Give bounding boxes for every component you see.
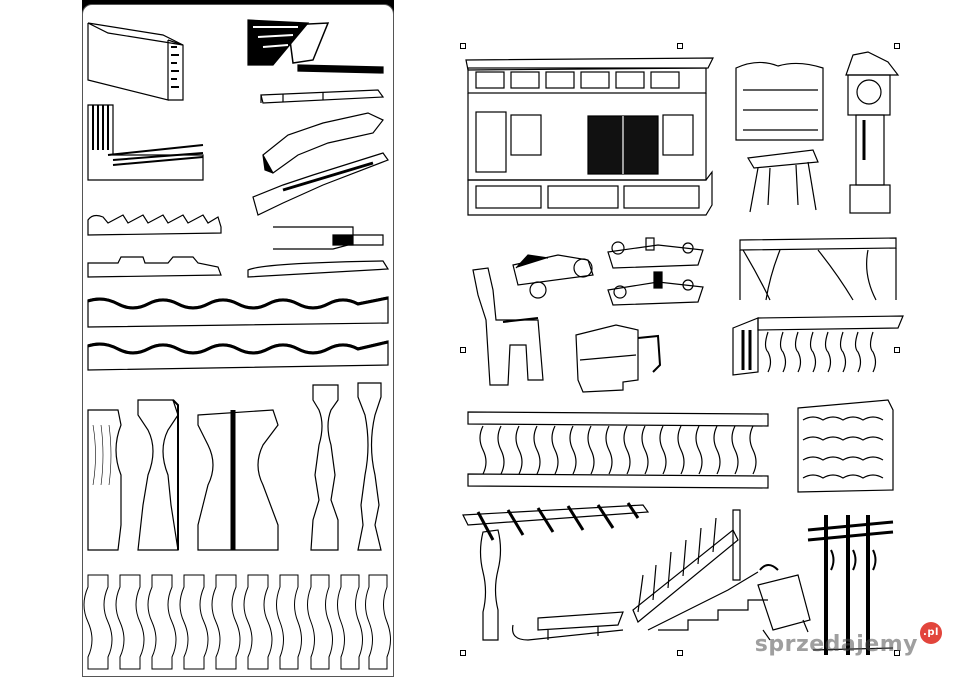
stool-drawing	[747, 149, 819, 213]
watermark-text: sprzedajemy	[754, 632, 918, 657]
radiator-cover-drawing	[732, 315, 904, 376]
rabbet-drawing	[273, 226, 384, 250]
selection-handle-top-left[interactable]	[460, 43, 466, 49]
gutter	[394, 0, 398, 677]
selection-handle-bottom-left[interactable]	[460, 650, 466, 656]
pergola-drawing	[462, 502, 650, 641]
sled-drawing	[511, 611, 624, 641]
selection-handle-top-center[interactable]	[677, 43, 683, 49]
right-page: sprzedajemy.pl	[398, 0, 960, 677]
corner-molding-drawing	[87, 104, 204, 181]
board-drawing	[260, 89, 385, 104]
notched-board-drawing	[87, 256, 222, 278]
selection-handle-top-right[interactable]	[894, 43, 900, 49]
joint-drawing-1	[247, 19, 384, 74]
left-margin	[0, 0, 82, 677]
left-page	[82, 4, 394, 677]
selection-handle-middle-left[interactable]	[460, 347, 466, 353]
selection-handle-bottom-right[interactable]	[894, 650, 900, 656]
watermark-badge: .pl	[920, 622, 942, 644]
watermark: sprzedajemy.pl	[754, 622, 942, 657]
staircase-drawing	[632, 509, 768, 631]
toy-boats-drawing	[607, 237, 704, 306]
baluster-row	[83, 574, 391, 670]
double-post-3	[197, 409, 279, 551]
wavy-molding-2	[87, 340, 389, 371]
coat-rack-drawing	[807, 515, 894, 655]
selection-handle-bottom-center[interactable]	[677, 650, 683, 656]
dovetail-board-drawing	[87, 22, 184, 101]
toy-truck-drawing	[512, 254, 594, 299]
curtain-valance-drawing	[739, 237, 897, 301]
wine-rack-drawing	[797, 399, 894, 493]
toy-giraffe-drawing	[472, 267, 544, 386]
toy-elephant-drawing	[575, 324, 662, 393]
left-page-drawings	[83, 19, 391, 670]
square-post-1	[87, 409, 122, 551]
wall-unit-drawing	[465, 57, 714, 216]
right-page-drawings	[462, 51, 904, 655]
flat-board-drawing	[247, 260, 390, 278]
balustrade-drawing	[467, 411, 769, 489]
wavy-molding-1	[87, 296, 389, 328]
log-holder-drawing	[757, 564, 811, 641]
slender-post-4	[310, 384, 339, 551]
crenellated-molding-drawing	[87, 214, 222, 236]
turned-post-2	[137, 399, 179, 551]
selection-handle-middle-right[interactable]	[894, 347, 900, 353]
grandfather-clock-drawing	[845, 51, 900, 214]
wall-shelf-drawing	[735, 61, 824, 141]
curved-piece-drawing	[252, 112, 389, 216]
slender-post-5	[357, 382, 382, 551]
